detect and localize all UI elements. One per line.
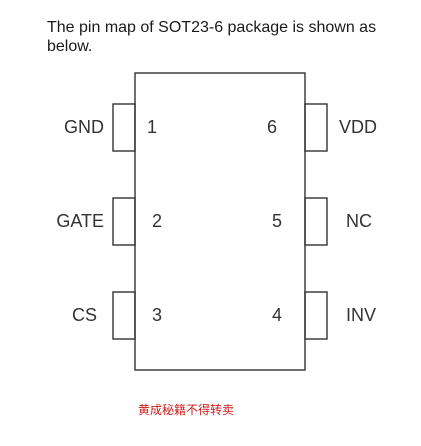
pin-1-lead <box>112 103 136 152</box>
pin-number-4: 4 <box>272 305 282 325</box>
pin-name-gate: GATE <box>56 211 104 231</box>
watermark-text: 黄成秘籍不得转卖 <box>137 403 234 417</box>
pin-number-5: 5 <box>272 211 282 231</box>
pin-3-lead <box>112 291 136 340</box>
pin-number-6: 6 <box>267 117 277 137</box>
pin-name-gnd: GND <box>64 117 104 137</box>
pin-4-lead <box>304 291 328 340</box>
pin-name-cs: CS <box>72 305 97 325</box>
pin-name-vdd: VDD <box>339 117 377 137</box>
pin-number-1: 1 <box>147 117 157 137</box>
pin-2-lead <box>112 197 136 246</box>
pin-number-3: 3 <box>152 305 162 325</box>
pin-name-nc: NC <box>346 211 372 231</box>
intro-text: The pin map of SOT23-6 package is shown … <box>47 19 377 55</box>
pin-name-inv: INV <box>346 305 376 325</box>
pin-6-lead <box>304 103 328 152</box>
pin-5-lead <box>304 197 328 246</box>
pin-number-2: 2 <box>152 211 162 231</box>
